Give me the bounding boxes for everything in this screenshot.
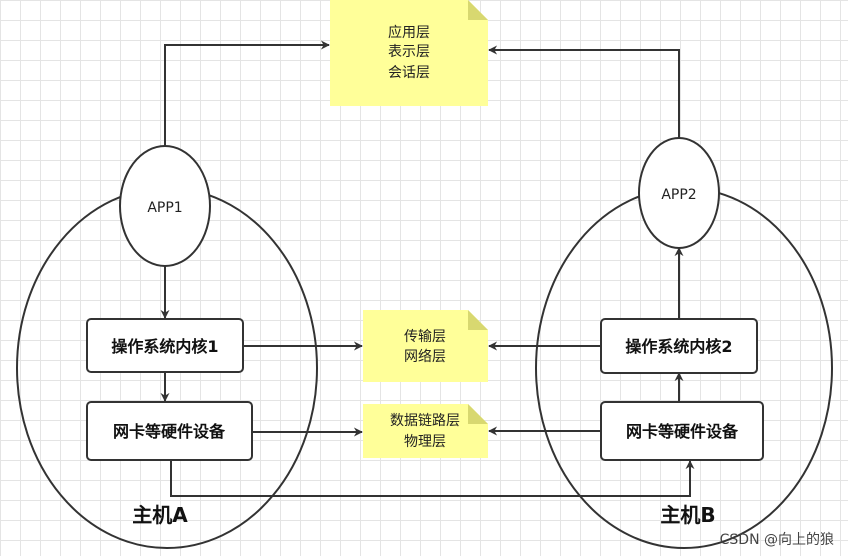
app1-label: APP1	[147, 200, 182, 216]
hardware-a-box: 网卡等硬件设备	[86, 401, 253, 461]
app1-node: APP1	[119, 145, 211, 267]
hardware-b-label: 网卡等硬件设备	[626, 422, 739, 441]
kernel2-label: 操作系统内核2	[625, 337, 732, 356]
note-middle: 传输层 网络层	[363, 310, 488, 382]
note-top: 应用层 表示层 会话层	[330, 0, 488, 106]
note-bottom-line-1: 数据链路层	[390, 413, 460, 429]
kernel2-box: 操作系统内核2	[600, 318, 758, 374]
kernel1-label: 操作系统内核1	[111, 337, 218, 356]
note-bottom: 数据链路层 物理层	[363, 404, 488, 458]
host-a-label: 主机A	[132, 503, 188, 527]
note-bottom-line-2: 物理层	[404, 434, 446, 450]
arrow-hardware-a-to-hardware-b	[170, 460, 695, 497]
note-top-line-2: 表示层	[388, 44, 430, 60]
host-b-label: 主机B	[660, 503, 715, 527]
app2-node: APP2	[638, 137, 720, 249]
note-middle-line-2: 网络层	[404, 349, 446, 365]
note-top-line-3: 会话层	[388, 65, 430, 81]
watermark-text: CSDN @向上的狼	[720, 532, 834, 548]
note-top-line-1: 应用层	[388, 24, 430, 41]
hardware-a-label: 网卡等硬件设备	[113, 422, 226, 441]
kernel1-box: 操作系统内核1	[86, 318, 244, 373]
app2-label: APP2	[661, 187, 696, 203]
hardware-b-box: 网卡等硬件设备	[600, 401, 764, 461]
arrow-app1-to-top-note	[164, 40, 330, 146]
arrow-app2-to-top-note	[488, 45, 680, 138]
note-middle-line-1: 传输层	[404, 329, 446, 345]
